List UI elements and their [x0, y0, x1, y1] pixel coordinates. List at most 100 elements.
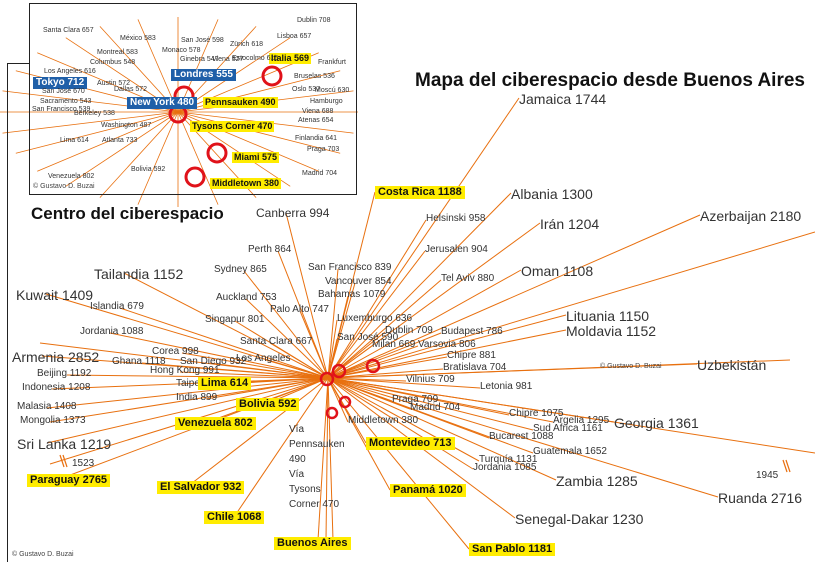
destination-turquia-1131: Turquía 1131 [479, 454, 538, 465]
inset-map [29, 3, 357, 195]
axis-break-mark [59, 454, 65, 468]
destination-beijing-1192: Beijing 1192 [37, 368, 92, 379]
destination-zambia-1285: Zambia 1285 [556, 473, 638, 489]
destination-tailandia-1152: Tailandia 1152 [94, 266, 184, 282]
route-line-islandia-679 [119, 307, 329, 379]
route-line-jordania-1088 [109, 332, 329, 379]
inset-route-line [177, 111, 219, 205]
inset-label-highlight: Miami 575 [232, 152, 280, 163]
destination-taipei: Taipei [176, 378, 203, 389]
destination-varsovia-806: Varsovia 806 [418, 339, 476, 350]
inset-label-small: Bolivia 592 [131, 166, 166, 173]
destination-chile-1068: Chile 1068 [204, 511, 265, 524]
route-line-extended [327, 359, 791, 379]
route-line-indonesia-1208 [51, 377, 329, 390]
destination-jerusalen-904: Jerusalen 904 [425, 244, 488, 255]
destination-praga-709: Praga 709 [392, 394, 439, 405]
route-line-extended [39, 342, 329, 379]
destination-bahamas-1079: Bahamas 1079 [318, 289, 386, 300]
route-line-azerbaijan-2180 [327, 214, 701, 379]
destination-ghana-1118: Ghana 1118 [112, 356, 166, 367]
destination-dublin-709: Dublin 709 [385, 325, 433, 336]
destination-georgia-1361: Georgia 1361 [614, 415, 699, 431]
route-via-line: Corner 470 [289, 499, 340, 510]
destination-jamaica-1744: Jamaica 1744 [519, 91, 607, 107]
inset-label-small: Los Angeles 616 [44, 68, 96, 75]
inset-label-highlight: Tysons Corner 470 [190, 121, 275, 132]
inset-label-small: Berkeley 538 [74, 110, 115, 117]
inset-label-blue: Tokyo 712 [33, 77, 88, 89]
route-line-letonia-981 [327, 377, 481, 389]
inset-label-small: San José 598 [181, 37, 224, 44]
node-ring [319, 371, 335, 387]
route-line-chipre-881 [327, 356, 448, 379]
inset-label-small: Columbus 548 [90, 59, 136, 66]
axis-break-mark [62, 454, 68, 468]
frame-top-border [7, 63, 29, 64]
destination-azerbaijan-2180: Azerbaijan 2180 [700, 208, 802, 224]
destination-panama-1020: Panamá 1020 [390, 484, 466, 497]
route-line-malasia-1408 [46, 377, 329, 409]
destination-auckland-753: Auckland 753 [216, 292, 277, 303]
destination-india-899: India 899 [176, 392, 218, 403]
route-line-extended [327, 377, 815, 454]
inset-label-small: Monaco 578 [162, 47, 201, 54]
hub-label: Buenos Aires [274, 537, 351, 550]
route-via-line: Pennsauken [289, 439, 345, 450]
destination-tel-aviv-880: Tel Aviv 880 [441, 273, 495, 284]
inset-label-small: Austin 572 [97, 80, 131, 87]
destination-san-jose-590: San José 590 [337, 332, 399, 343]
route-line-argelia-1295 [327, 377, 554, 423]
destination-los-angeles: Los Angeles [236, 353, 291, 364]
destination-vancouver-854: Vancouver 854 [325, 276, 392, 287]
destination-bratislava-704: Bratislava 704 [443, 362, 507, 373]
route-line-budapest-786 [327, 332, 442, 379]
destination-iran-1204: Irán 1204 [540, 216, 600, 232]
destination-guatemala-1652: Guatemala 1652 [533, 446, 607, 457]
destination-albania-1300: Albania 1300 [511, 186, 593, 202]
node-ring [338, 395, 352, 409]
route-line-palo-alto-747 [299, 310, 329, 379]
route-line-el-salvador-932 [186, 377, 329, 488]
destination-sydney-865: Sydney 865 [214, 264, 267, 275]
destination-canberra-994: Canberra 994 [256, 206, 330, 220]
break-value-left: 1523 [72, 458, 95, 469]
inset-label-small: Sacramento 543 [40, 98, 92, 105]
inset-label-highlight: Italia 569 [269, 53, 312, 64]
destination-ruanda-2716: Ruanda 2716 [718, 490, 803, 506]
route-via-line: Vía [289, 424, 305, 435]
inset-label-small: Dallas 572 [114, 86, 148, 93]
route-line-tailandia-1152 [123, 272, 329, 379]
destination-vilnius-709: Vilnius 709 [406, 374, 455, 385]
route-line-tel-aviv-880 [327, 279, 442, 379]
destination-san-pablo-1181: San Pablo 1181 [469, 543, 556, 556]
destination-madrid-704: Madrid 704 [410, 402, 461, 413]
route-via-line: 490 [289, 454, 306, 465]
destination-montevideo-713: Montevideo 713 [366, 437, 455, 450]
inset-label-small: México 583 [120, 35, 156, 42]
route-line-zambia-1285 [327, 377, 557, 481]
inset-label-small: Atenas 654 [298, 117, 334, 124]
destination-venezuela-802: Venezuela 802 [175, 417, 256, 430]
destination-jordania-1085: Jordania 1085 [473, 462, 537, 473]
inset-label-highlight: Pennsauken 490 [203, 97, 278, 108]
route-line-milan-669 [327, 345, 373, 379]
destination-el-salvador-932: El Salvador 932 [157, 481, 245, 494]
destination-milan-669: Milan 669 [372, 339, 416, 350]
inset-label-small: Praga 703 [307, 146, 340, 153]
inset-label-small: Ginebra 547 [180, 56, 219, 63]
route-line-vancouver-854 [327, 282, 356, 379]
route-line-albania-1300 [327, 192, 512, 379]
route-line-santa-clara-667 [269, 342, 329, 379]
destination-moldavia-1152: Moldavia 1152 [566, 323, 657, 339]
inset-label-blue: New York 480 [127, 97, 198, 109]
inset-label-small: Frankfurt [318, 59, 347, 66]
node-ring [325, 406, 339, 420]
inset-route-line [15, 111, 179, 154]
route-line-mongolia-1373 [49, 377, 329, 423]
destination-chipre-881: Chipre 881 [447, 350, 496, 361]
route-line-bratislava-704 [327, 368, 444, 379]
destination-lituania-1150: Lituania 1150 [566, 308, 650, 324]
route-line-hub [325, 377, 329, 541]
destination-middletown-380: Middletown 380 [348, 415, 419, 426]
